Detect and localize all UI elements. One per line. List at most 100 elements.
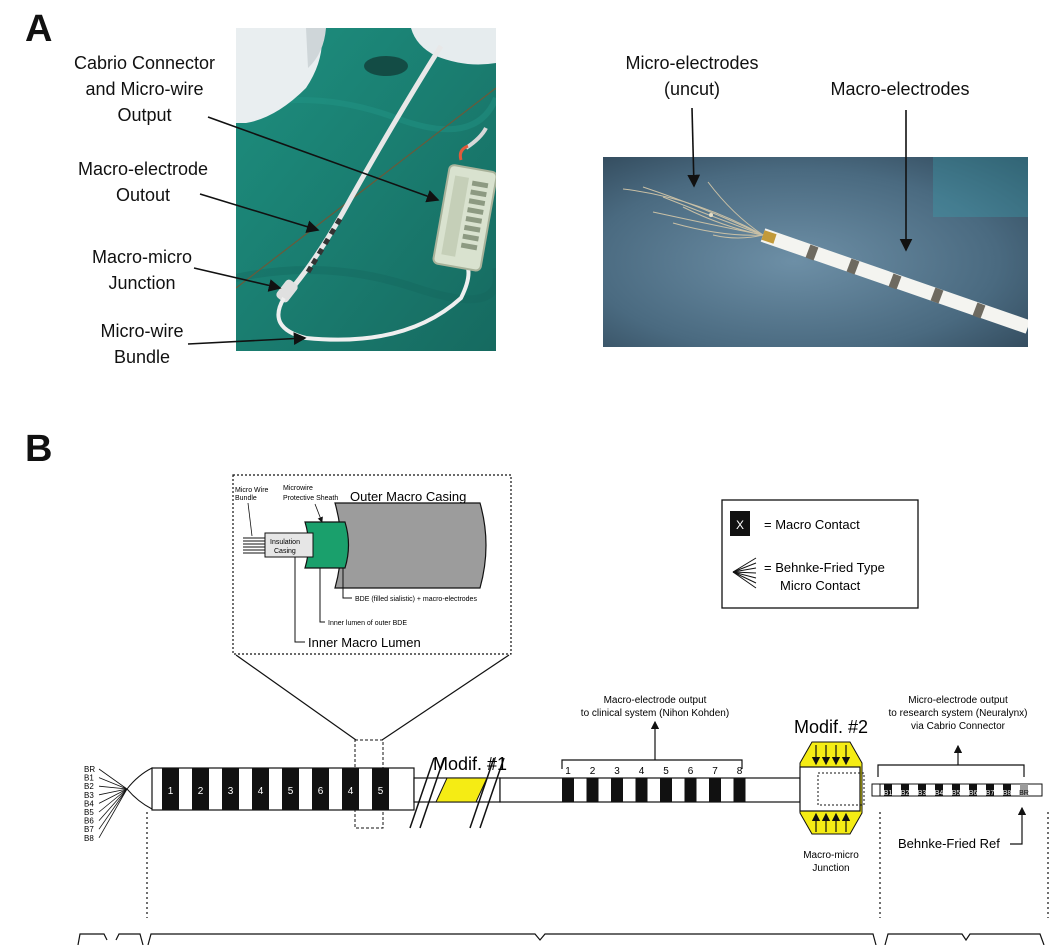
left-contact-label-0: 1 [168, 786, 174, 797]
left-contact-label-6: 4 [348, 786, 354, 797]
outer-macro-casing [334, 502, 487, 589]
right-contact-label-2: 3 [614, 766, 620, 777]
label-cabrio-connector: Cabrio Connector and Micro-wire Output [73, 53, 216, 125]
tip-wire-line-3 [98, 788, 128, 796]
tip-wire-label-2: B2 [84, 782, 94, 791]
micro-contact-3 [935, 784, 943, 796]
inset-location-marker [354, 739, 384, 829]
left-contact-label-1: 2 [198, 786, 204, 797]
left-contact-7 [372, 768, 389, 810]
panel-b-schematic: Micro Wire Bundle Microwire Protective S… [77, 474, 1049, 945]
tip-wire-line-2 [98, 785, 128, 790]
left-contact-2 [222, 768, 239, 810]
right-contact-6 [709, 778, 721, 802]
right-contact-label-4: 5 [663, 766, 669, 777]
label-macro-micro-junction: Macro-micro Junction [91, 247, 192, 293]
micro-contact-label-8: BR [1019, 790, 1029, 797]
micro-contact-5 [969, 784, 977, 796]
left-contact-5 [312, 768, 329, 810]
clinical-bracket [561, 754, 743, 769]
research-label-1: Micro-electrode output [908, 695, 1008, 706]
clinical-label-1: Macro-electrode output [604, 695, 707, 706]
micro-contact-8 [1020, 784, 1028, 796]
photo-electrode-tip [603, 157, 1028, 347]
photo-electrode-on-drape [236, 28, 496, 351]
micro-contact-label-2: B3 [918, 790, 927, 797]
left-contact-label-2: 3 [228, 786, 234, 797]
left-contact-0 [162, 768, 179, 810]
tip-wire-label-3: B3 [84, 791, 94, 800]
micro-contact-0 [884, 784, 892, 796]
micro-contact-label-6: B7 [986, 790, 995, 797]
inset-label-inner-macro-lumen: Inner Macro Lumen [308, 635, 421, 650]
research-label-3: via Cabrio Connector [911, 721, 1006, 732]
inset-label-bundle-2: Bundle [235, 495, 257, 502]
tip-wire-line-8 [98, 788, 128, 838]
right-contact-3 [635, 778, 648, 802]
left-contact-1 [192, 768, 209, 810]
tip-wire-label-7: B7 [84, 825, 94, 834]
left-contact-label-5: 6 [318, 786, 324, 797]
modif2-label: Modif. #2 [794, 717, 868, 737]
panel-label-a: A [25, 8, 53, 50]
legend-box [721, 499, 919, 609]
tip-wire-label-0: BR [84, 765, 95, 774]
label-micro-wire-bundle: Micro-wire Bundle [100, 321, 184, 367]
panel-a-arrows [187, 107, 913, 345]
left-contact-label-3: 4 [258, 786, 264, 797]
tip-wire-label-6: B6 [84, 817, 94, 826]
bf-ref-label: Behnke-Fried Ref [898, 836, 1000, 851]
right-contact-1 [586, 778, 599, 802]
inset-label-outer-casing: Outer Macro Casing [350, 489, 466, 504]
micro-contact-label-5: B6 [969, 790, 978, 797]
tip-wire-label-8: B8 [84, 834, 94, 843]
research-label-2: to research system (Neuralynx) [889, 708, 1028, 719]
tip-wire-line-5 [98, 788, 128, 813]
right-contact-label-7: 8 [737, 766, 743, 777]
tip-wire-fan [98, 768, 128, 838]
legend-macro-contact: = Macro Contact [764, 517, 860, 532]
clinical-label-2: to clinical system (Nihon Kohden) [581, 708, 729, 719]
left-contact-4 [282, 768, 299, 810]
left-contact-label-4: 5 [288, 786, 294, 797]
left-contact-label-7: 5 [378, 786, 384, 797]
legend-micro-contact-1: = Behnke-Fried Type [764, 560, 885, 575]
right-contact-7 [733, 778, 746, 802]
tip-wire-label-4: B4 [84, 799, 94, 808]
inset-label-sheath-1: Microwire [283, 485, 313, 492]
panel-label-b: B [25, 428, 53, 470]
inset-label-bde: BDE (filled sialistic) + macro-electrode… [355, 596, 477, 603]
right-contact-label-0: 1 [565, 766, 571, 777]
modif1-region [435, 777, 488, 803]
modif1-label: Modif. #1 [433, 754, 507, 774]
label-micro-electrodes-uncut: Micro-electrodes (uncut) [625, 53, 759, 99]
right-contact-label-3: 4 [639, 766, 645, 777]
shaft-right-segment [499, 777, 801, 803]
micro-contact-6 [986, 784, 994, 796]
junction-label-1: Macro-micro [803, 850, 859, 861]
legend-macro-contact-swatch [730, 512, 750, 536]
micro-contact-label-1: B2 [901, 790, 910, 797]
insulation-casing [264, 532, 314, 558]
right-contact-label-6: 7 [712, 766, 718, 777]
inset-label-inner-lumen: Inner lumen of outer BDE [328, 620, 407, 627]
inset-label-bundle-1: Micro Wire [235, 487, 269, 494]
research-bracket [877, 759, 1025, 777]
tip-wire-label-5: B5 [84, 808, 94, 817]
micro-contact-2 [918, 784, 926, 796]
micro-contact-label-7: B8 [1003, 790, 1012, 797]
electrode-tip [126, 767, 153, 810]
inset-label-insulation-1: Insulation [270, 539, 300, 546]
right-contact-0 [562, 778, 574, 802]
micro-contact-7 [1003, 784, 1011, 796]
left-contact-3 [252, 768, 269, 810]
micro-contact-4 [952, 784, 960, 796]
junction-label-2: Junction [812, 863, 849, 874]
tip-wire-line-4 [98, 788, 128, 804]
label-macro-electrode-outout: Macro-electrode Outout [77, 159, 209, 205]
right-contact-label-1: 2 [590, 766, 596, 777]
tip-wire-label-1: B1 [84, 774, 94, 783]
legend-micro-contact-icon [732, 557, 757, 589]
